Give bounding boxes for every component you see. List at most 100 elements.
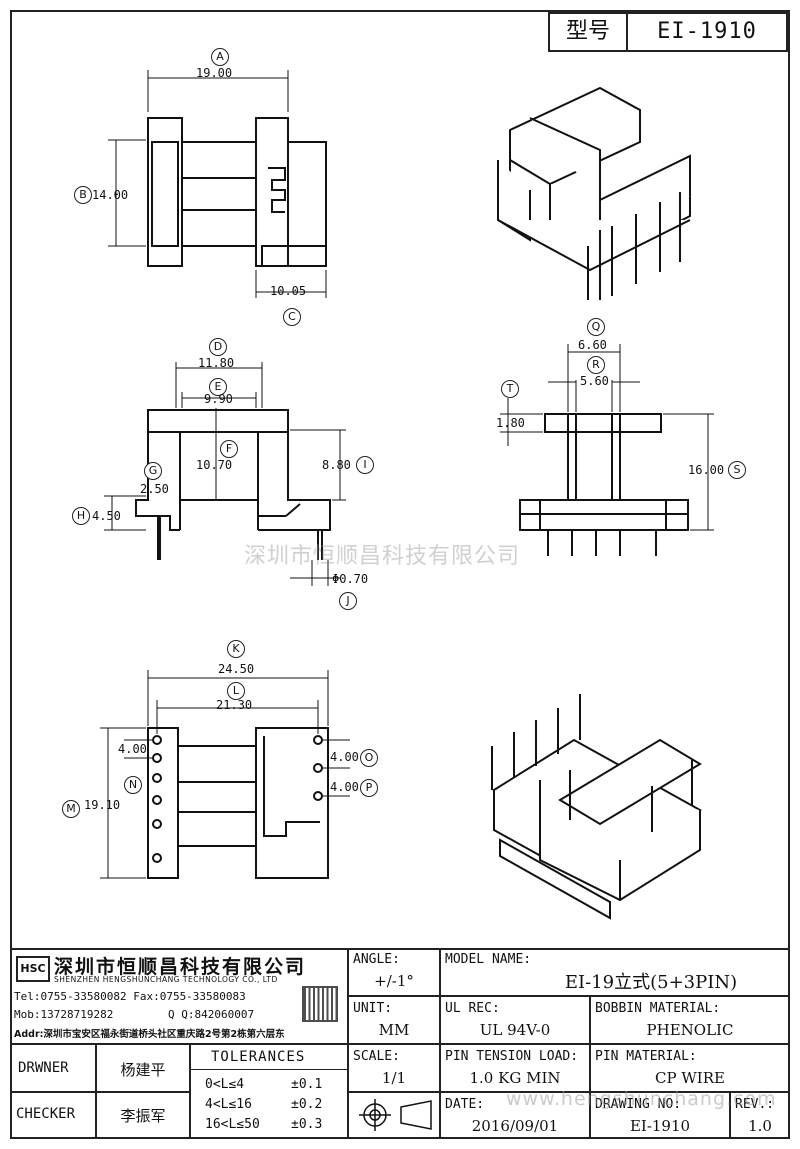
dim-circle-t: T [501,380,519,398]
dim-value-s: 16.00 [688,463,725,477]
checker-label-cell: CHECKER [10,1092,96,1139]
company-logo: HSC [16,956,50,982]
pin-material-value: CP WIRE [655,1069,725,1087]
unit-value: MM [378,1021,410,1039]
drawner-value-cell: 杨建平 [96,1044,190,1092]
dim-value-l: 21.30 [216,698,253,712]
ul-rec-value: UL 94V-0 [479,1021,551,1039]
watermark-center: 深圳市恒顺昌科技有限公司 [244,544,521,569]
dim-value-t: 1.80 [496,416,525,430]
iso-view-bottom [491,694,702,920]
dim-value-f: 10.70 [196,458,233,472]
pin-material-cell: PIN MATERIAL: CP WIRE [590,1044,790,1092]
company-qq: Q Q:842060007 [168,1008,255,1021]
bobbin-material-value: PHENOLIC [646,1021,734,1039]
tol-value-1: ±0.1 [291,1077,323,1092]
unit-label: UNIT: [353,1001,393,1016]
model-name-label: MODEL NAME: [445,952,532,967]
model-header-value: EI-1910 [657,19,757,44]
dim-circle-o: O [360,749,378,767]
dim-circle-a: A [211,48,229,66]
dim-value-e: 9.90 [204,392,233,406]
model-header-label: 型号 [550,14,628,50]
dim-value-j: Φ0.70 [332,572,369,586]
bottom-view [147,727,329,879]
dim-value-n: 4.00 [118,742,147,756]
dim-circle-j: J [339,592,357,610]
dim-circle-h: H [72,507,90,525]
dim-circle-q: Q [587,318,605,336]
checker-value: 李振军 [120,1107,166,1125]
date-cell: DATE: 2016/09/01 [440,1092,590,1139]
model-name-value: EI-19立式(5+3PIN) [564,972,738,993]
dim-circle-k: K [227,640,245,658]
checker-label: CHECKER [16,1106,76,1122]
tol-value-2: ±0.2 [291,1097,323,1112]
title-block: HSC 深圳市恒顺昌科技有限公司 SHENZHEN HENGSHUNCHANG … [10,948,790,1139]
dim-value-d: 11.80 [198,356,235,370]
rev-label: REV.: [735,1097,775,1112]
dim-value-q: 6.60 [578,338,607,352]
rev-cell: REV.: 1.0 [730,1092,790,1139]
dim-circle-p: P [360,779,378,797]
drawing-no-cell: DRAWING NO: EI-1910 [590,1092,730,1139]
dim-circle-g: G [144,462,162,480]
dim-circle-f: F [220,440,238,458]
company-mob: Mob:13728719282 [14,1008,114,1021]
dim-value-c: 10.05 [270,284,307,298]
company-tel: Tel:0755-33580082 Fax:0755-33580083 [14,990,246,1003]
dim-value-m: 19.10 [84,798,121,812]
scale-label: SCALE: [353,1049,400,1064]
tolerances-label: TOLERANCES [211,1049,306,1065]
company-address: Addr:深圳市宝安区福永街道桥头社区重庆路2号第2栋第六层东 [14,1029,285,1040]
watermark-corner: www.hengshunchang.com [506,1088,777,1110]
dim-circle-e: E [209,378,227,396]
front-view [135,409,331,560]
drawner-label: DRWNER [18,1060,69,1076]
date-label: DATE: [445,1097,485,1112]
drawner-value: 杨建平 [120,1061,166,1079]
angle-cell: ANGLE: +/-1° [348,948,440,996]
drawner-label-cell: DRWNER [10,1044,96,1092]
dim-value-k: 24.50 [218,662,255,676]
pin-tension-value: 1.0 KG MIN [469,1069,561,1087]
dim-circle-n: N [124,776,142,794]
dim-value-h: 4.50 [92,509,121,523]
drawing-no-value: EI-1910 [629,1117,691,1135]
dim-value-b: 14.00 [92,188,129,202]
model-name-cell: MODEL NAME: EI-19立式(5+3PIN) [440,948,790,996]
qr-code-icon [302,986,338,1022]
tol-range-3: 16<L≤50 [205,1117,260,1132]
dim-circle-i: I [356,456,374,474]
pin-tension-cell: PIN TENSION LOAD: 1.0 KG MIN [440,1044,590,1092]
dim-value-g: 2.50 [140,482,169,496]
tolerances-cell: TOLERANCES 0<L≤4 ±0.1 4<L≤16 ±0.2 16<L≤5… [190,1044,348,1139]
rev-value: 1.0 [748,1117,772,1135]
drawing-frame [10,10,790,1139]
scale-cell: SCALE: 1/1 [348,1044,440,1092]
ul-rec-label: UL REC: [445,1001,500,1016]
first-angle-projection-icon [359,1099,432,1131]
dim-value-a: 19.00 [196,66,233,80]
pin-tension-label: PIN TENSION LOAD: [445,1049,579,1064]
dim-value-p: 4.00 [330,780,359,794]
dim-circle-b: B [74,186,92,204]
model-header-box: 型号 EI-1910 [548,12,788,52]
company-name-en: SHENZHEN HENGSHUNCHANG TECHNOLOGY CO., L… [54,975,278,984]
side-view [519,413,689,556]
dim-value-o: 4.00 [330,750,359,764]
drawing-no-label: DRAWING NO: [595,1097,682,1112]
scale-value: 1/1 [381,1069,407,1087]
angle-value: +/-1° [374,972,414,990]
dim-circle-s: S [728,461,746,479]
projection-symbol-cell [348,1092,440,1139]
dim-circle-r: R [587,356,605,374]
company-name-cn: 深圳市恒顺昌科技有限公司 [54,956,307,978]
tol-value-3: ±0.3 [291,1117,323,1132]
tol-range-1: 0<L≤4 [205,1077,245,1092]
dim-circle-l: L [227,682,245,700]
bobbin-material-label: BOBBIN MATERIAL: [595,1001,721,1016]
bobbin-material-cell: BOBBIN MATERIAL: PHENOLIC [590,996,790,1044]
dim-circle-m: M [62,800,80,818]
